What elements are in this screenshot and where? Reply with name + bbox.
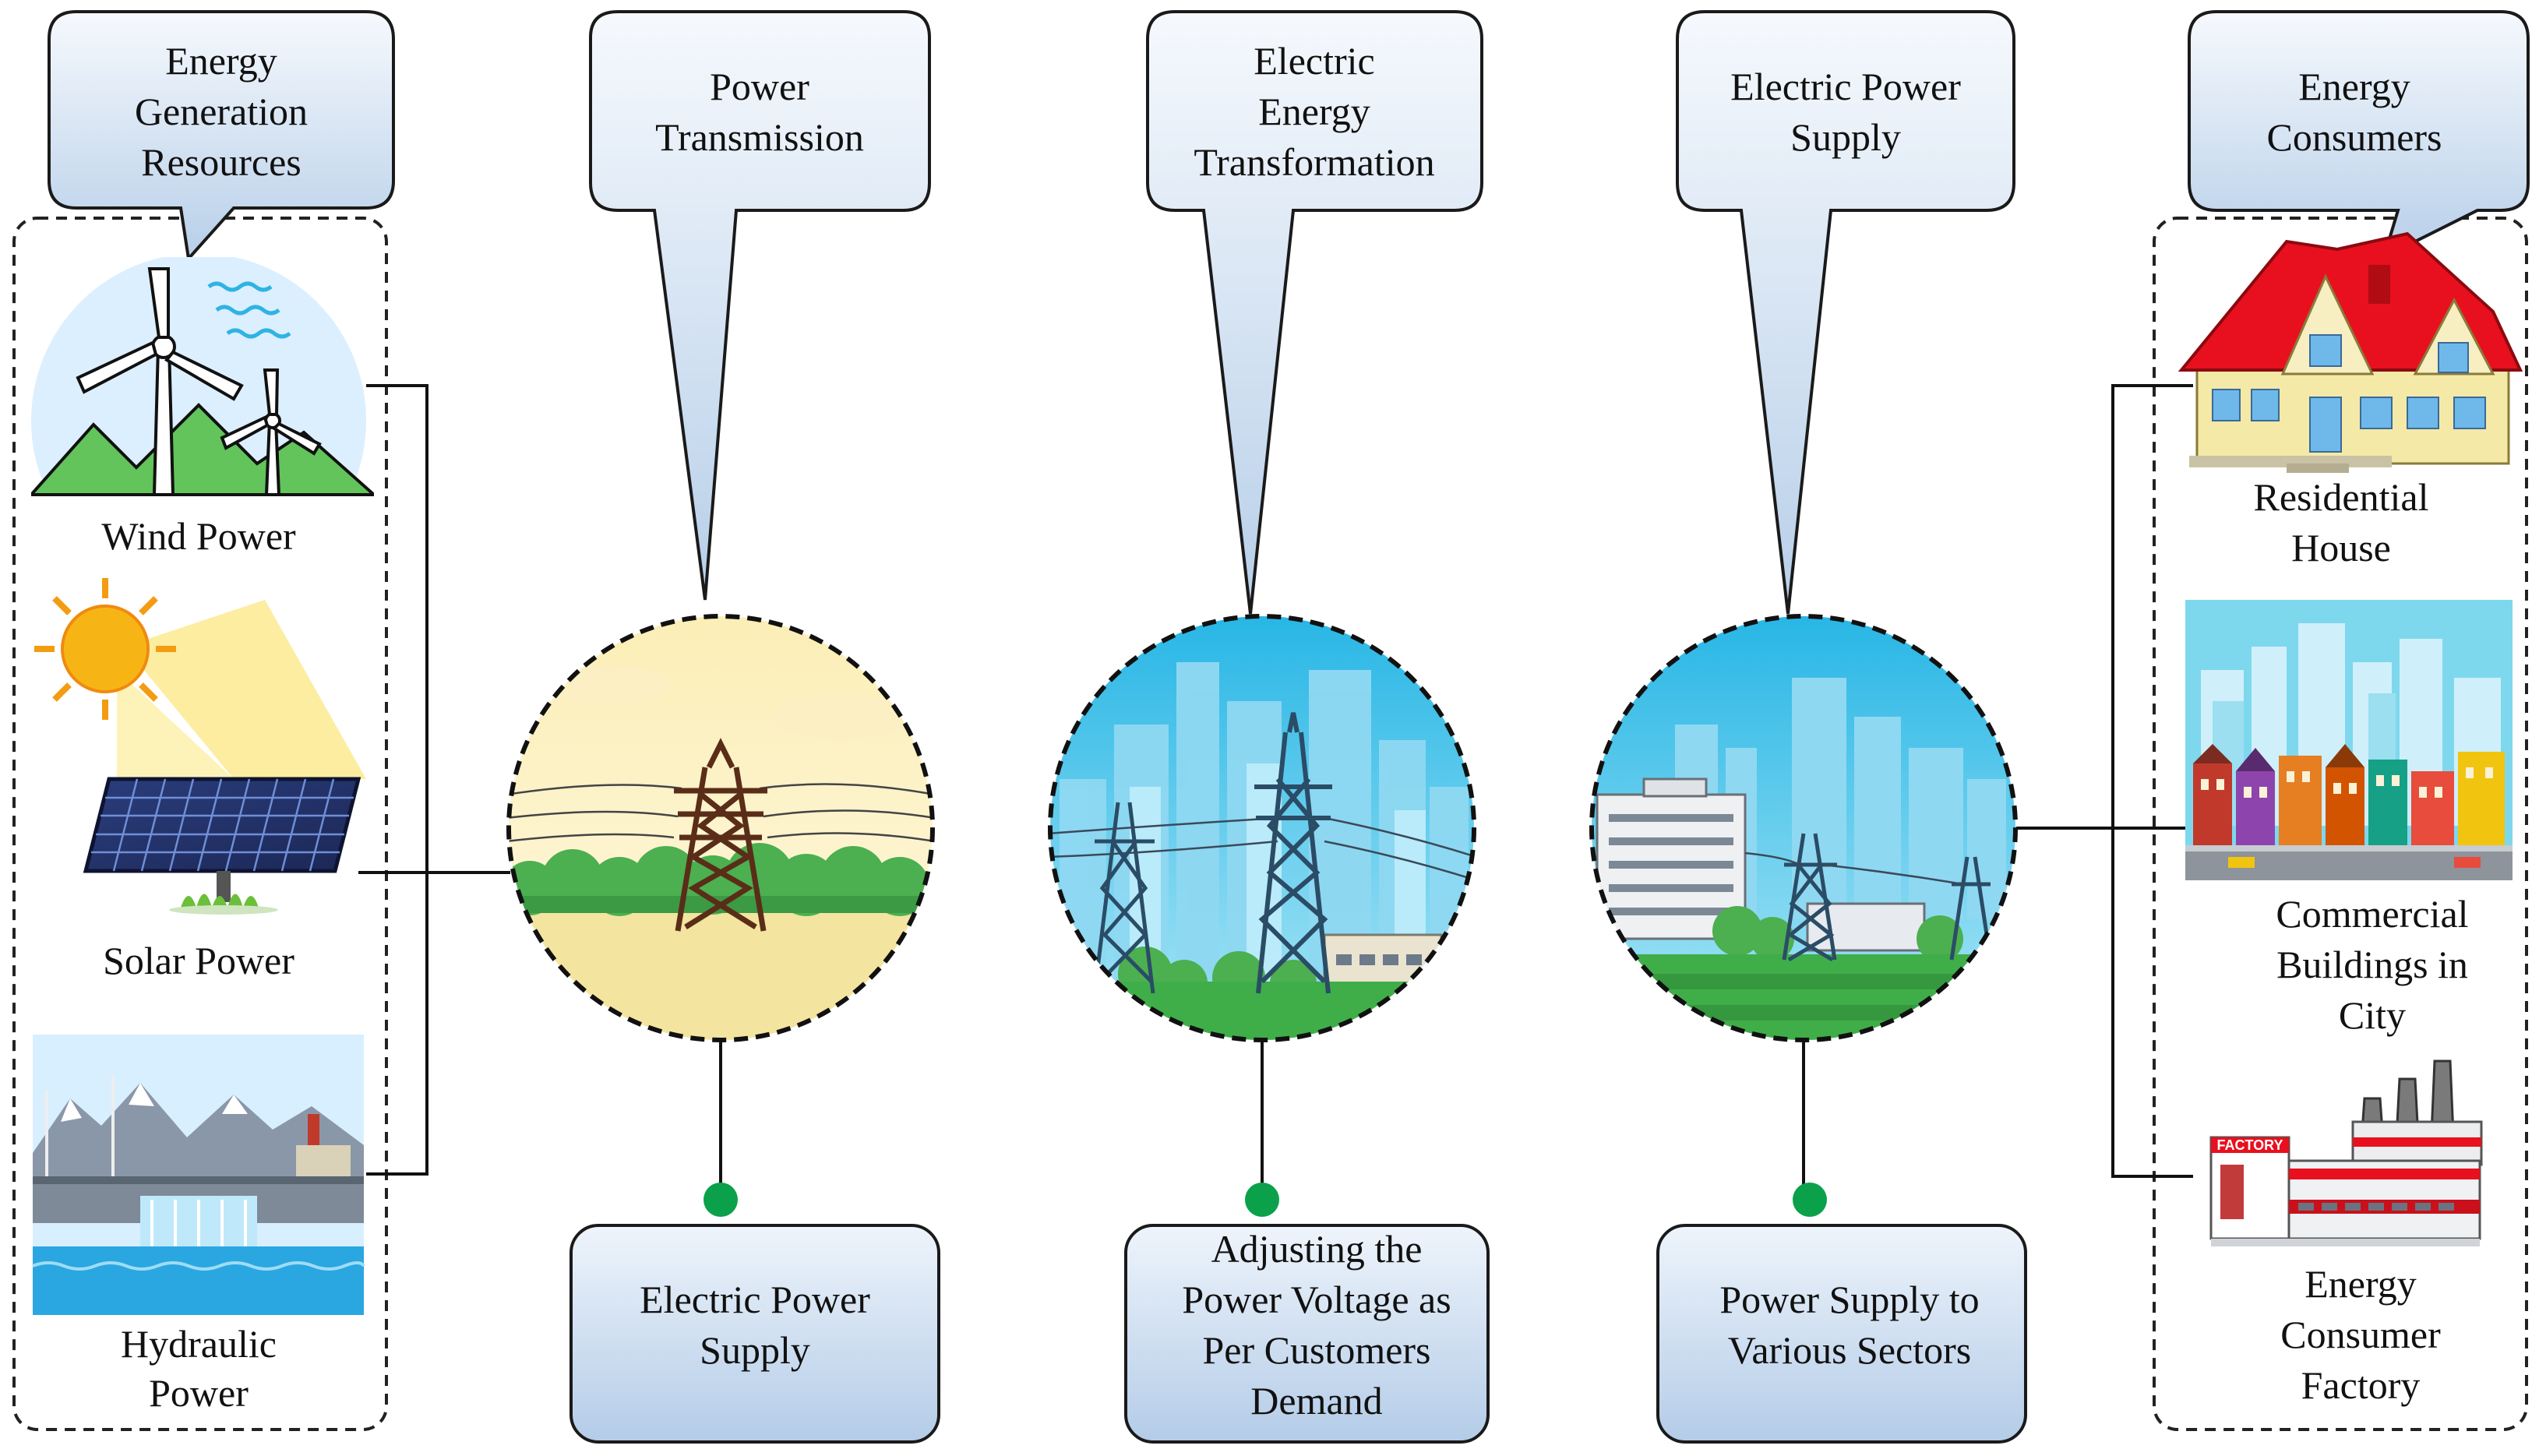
box-various-sectors: Power Supply to Various Sectors <box>1656 1224 2027 1444</box>
box-adjusting-voltage: Adjusting the Power Voltage as Per Custo… <box>1124 1224 1490 1444</box>
box-supply-line-1: Electric Power <box>640 1278 870 1321</box>
factory-label-line-1: Energy <box>2304 1262 2416 1306</box>
transformation-circle <box>1048 614 1476 1042</box>
callout-consumers-line-1: Energy <box>2298 65 2410 108</box>
callout-transformation-line-2: Energy <box>1258 90 1370 133</box>
callout-generation-line-3: Resources <box>141 140 302 184</box>
factory-label: Energy Consumer Factory <box>2280 1262 2441 1407</box>
box-adjusting-line-4: Demand <box>1250 1379 1382 1423</box>
commercial-buildings-label: Commercial Buildings in City <box>2276 892 2468 1037</box>
dot-transmission <box>704 1183 738 1217</box>
callout-consumers: Energy Consumers <box>2188 10 2530 260</box>
factory-illustration: FACTORY <box>2209 1059 2483 1246</box>
callout-supply-line-1: Electric Power <box>1730 65 1961 108</box>
callout-transformation-line-3: Transformation <box>1194 140 1434 184</box>
callout-supply-line-2: Supply <box>1790 115 1901 159</box>
callout-generation: Energy Generation Resources <box>48 10 395 263</box>
callout-generation-line-2: Generation <box>135 90 308 133</box>
hydraulic-power-label-line-2: Power <box>149 1371 249 1415</box>
box-adjusting-line-2: Power Voltage as <box>1182 1278 1451 1321</box>
residential-label-line-1: Residential <box>2254 475 2429 519</box>
residential-label-line-2: House <box>2291 526 2391 569</box>
commercial-label-line-2: Buildings in <box>2276 943 2468 986</box>
box-adjusting-line-3: Per Customers <box>1202 1328 1430 1372</box>
dot-transformation <box>1245 1183 1279 1217</box>
solar-power-label: Solar Power <box>103 939 294 982</box>
generation-group-border <box>12 217 388 1431</box>
wind-power-label: Wind Power <box>101 514 296 558</box>
solar-power-illustration <box>34 578 366 915</box>
transmission-circle <box>506 614 935 1042</box>
callout-transmission-line-1: Power <box>710 65 809 108</box>
residential-house-illustration <box>2178 231 2523 473</box>
factory-label-line-3: Factory <box>2301 1363 2421 1407</box>
wind-power-label-line-1: Wind Power <box>101 514 296 558</box>
callout-transmission: Power Transmission <box>589 10 931 601</box>
box-supply-line-2: Supply <box>700 1328 810 1372</box>
residential-house-label: Residential House <box>2254 475 2429 569</box>
box-adjusting-line-1: Adjusting the <box>1211 1227 1423 1271</box>
callout-transformation: Electric Energy Transformation <box>1146 10 1483 615</box>
commercial-buildings-illustration <box>2185 600 2513 880</box>
callout-supply: Electric Power Supply <box>1676 10 2015 615</box>
hydraulic-power-label-line-1: Hydraulic <box>121 1322 277 1366</box>
factory-sign-text: FACTORY <box>2216 1137 2283 1153</box>
hydraulic-power-illustration <box>32 1035 365 1315</box>
solar-power-label-line-1: Solar Power <box>103 939 294 982</box>
callout-generation-line-1: Energy <box>165 39 277 83</box>
hydraulic-power-label: Hydraulic Power <box>121 1322 277 1415</box>
commercial-label-line-3: City <box>2339 993 2406 1037</box>
box-electric-power-supply: Electric Power Supply <box>570 1224 940 1444</box>
consumer-group-border <box>2153 217 2528 1431</box>
factory-label-line-2: Consumer <box>2280 1313 2441 1356</box>
box-sectors-line-1: Power Supply to <box>1719 1278 1979 1321</box>
wind-power-illustration <box>31 257 374 496</box>
box-sectors-line-2: Various Sectors <box>1728 1328 1971 1372</box>
connector-lines <box>358 384 2193 1196</box>
commercial-label-line-1: Commercial <box>2276 892 2468 936</box>
callout-transmission-line-2: Transmission <box>655 115 864 159</box>
callout-consumers-line-2: Consumers <box>2267 115 2442 159</box>
supply-circle <box>1589 614 2018 1042</box>
dot-supply <box>1793 1183 1827 1217</box>
callout-transformation-line-1: Electric <box>1254 39 1374 83</box>
